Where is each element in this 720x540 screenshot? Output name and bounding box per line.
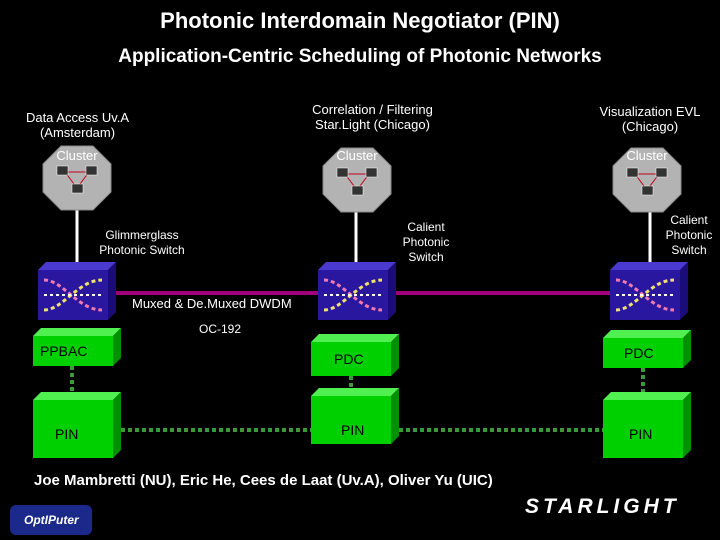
controller-box-right [603,330,691,368]
optiputer-logo-text: OptIPuter [24,513,79,527]
site-label-middle: Correlation / Filtering Star.Light (Chic… [312,102,433,132]
photonic-switch-right [610,262,688,320]
page-title: Photonic Interdomain Negotiator (PIN) [160,8,560,33]
dwdm-label: Muxed & De.Muxed DWDM [132,296,292,311]
pin-box-right [603,392,691,458]
oc192-label: OC-192 [198,322,242,336]
controller-label-right: PDC [624,345,654,361]
switch-label-left: Glimmerglass Photonic Switch [99,228,185,257]
pin-box-middle [311,388,399,444]
photonic-switch-left [38,262,116,320]
pin-label-left: PIN [55,426,79,442]
pin-box-left [33,392,121,458]
page-subtitle: Application-Centric Scheduling of Photon… [118,46,602,67]
credits: Joe Mambretti (NU), Eric He, Cees de Laa… [34,472,493,489]
optiputer-logo [10,505,92,535]
photonic-switch-middle [318,262,396,320]
controller-label-left: PPBAC [40,343,88,359]
pin-label-right: PIN [629,426,653,442]
controller-label-middle: PDC [334,351,364,367]
site-label-left: Data Access Uv.A (Amsterdam) [25,110,130,140]
site-label-right: Visualization EVL (Chicago) [599,104,701,134]
cluster-left [42,145,112,211]
controller-box-middle [311,334,399,376]
cluster-middle [322,147,392,213]
cluster-label-right: Cluster [626,148,668,163]
cluster-right [612,147,682,213]
cluster-label-middle: Cluster [336,148,378,163]
switch-label-right: Calient Photonic Switch [665,213,713,257]
controller-box-left [33,328,121,366]
starlight-logo: STARLIGHT [525,495,680,518]
pin-label-middle: PIN [341,422,365,438]
switch-label-middle: Calient Photonic Switch [402,220,450,264]
cluster-label-left: Cluster [56,148,98,163]
